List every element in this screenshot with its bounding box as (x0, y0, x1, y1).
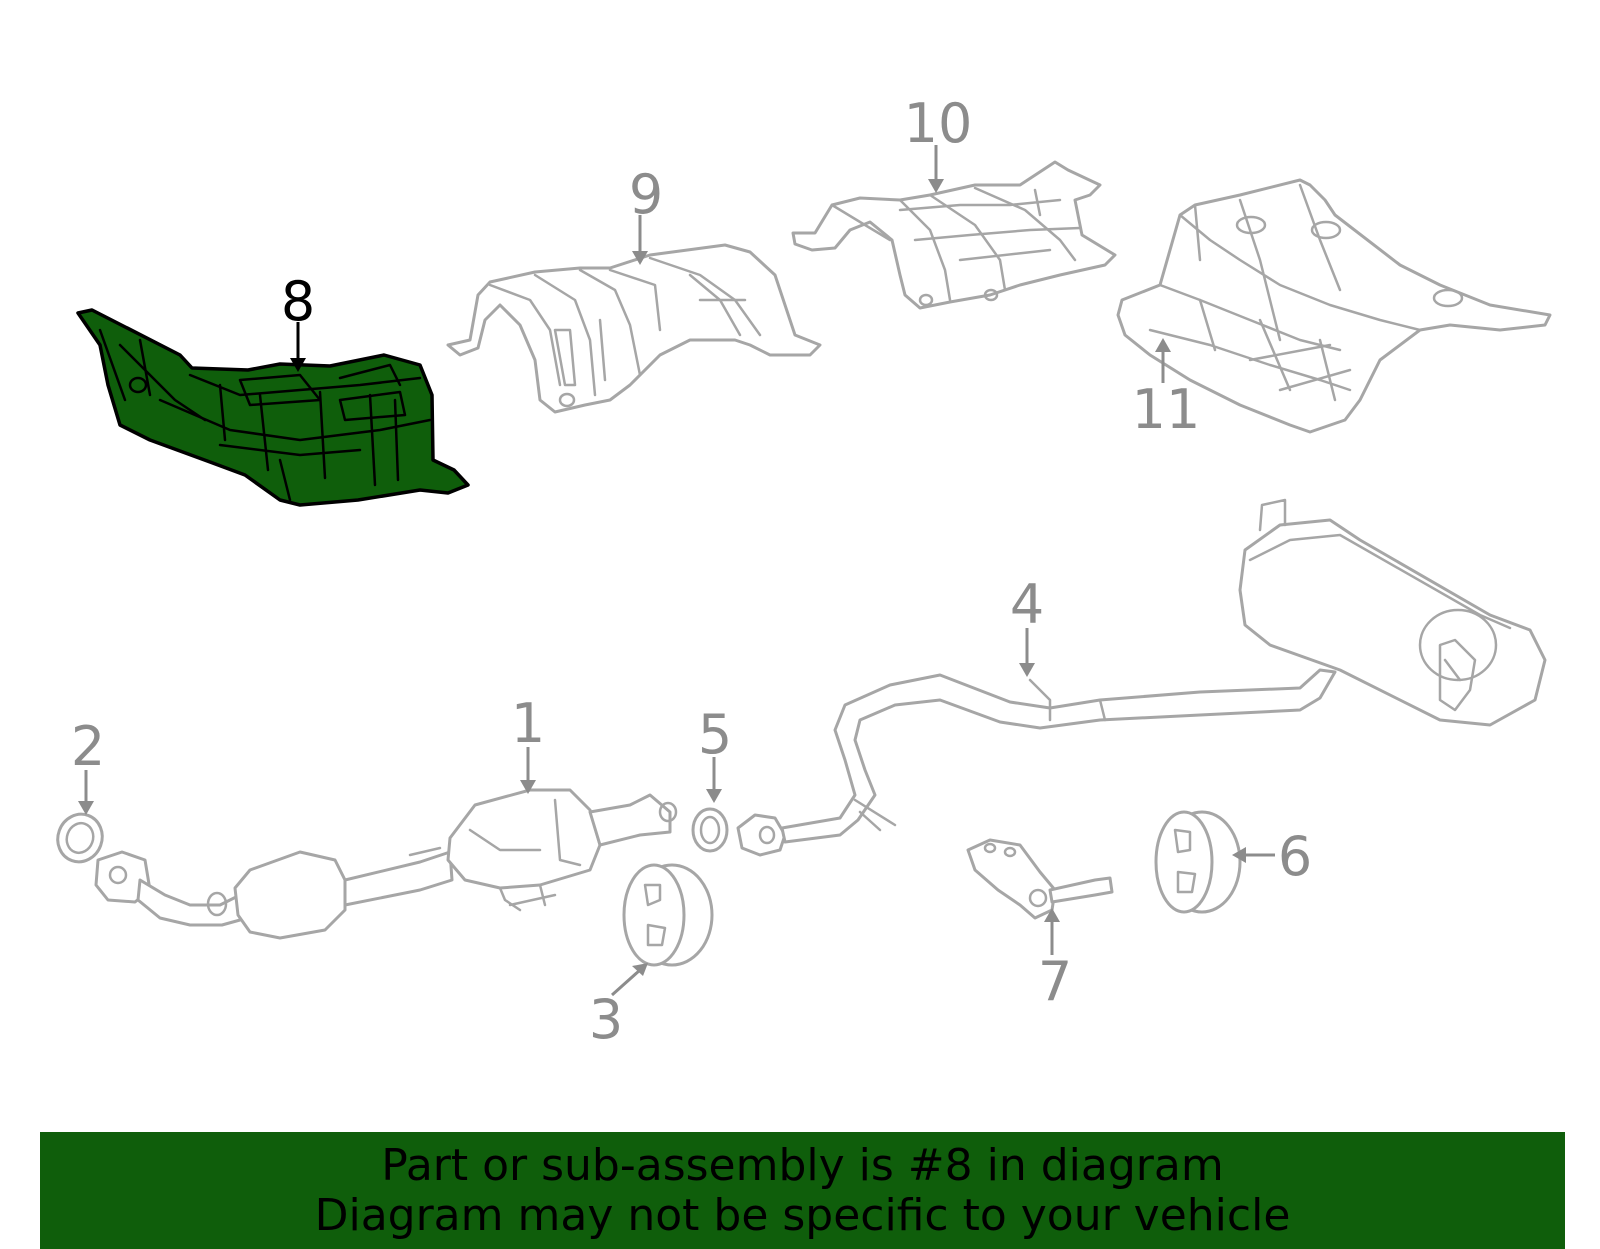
banner-line-1: Part or sub-assembly is #8 in diagram (381, 1140, 1224, 1191)
part-11-floor-shield[interactable] (1116, 178, 1552, 434)
part-3-hanger[interactable] (622, 863, 714, 967)
callout-labels: 8 9 10 11 2 1 5 4 3 6 7 (71, 92, 1312, 1051)
callout-11: 11 (1132, 378, 1201, 441)
callout-7: 7 (1038, 950, 1072, 1013)
part-6-hanger[interactable] (1154, 810, 1242, 914)
part-8-heat-shield[interactable] (76, 308, 470, 507)
callout-5: 5 (698, 703, 732, 766)
callout-4: 4 (1010, 573, 1044, 636)
leader-lines (78, 145, 1275, 997)
callout-8: 8 (281, 270, 315, 333)
callout-10: 10 (904, 92, 973, 155)
callout-2: 2 (71, 715, 105, 778)
callout-6: 6 (1278, 825, 1312, 888)
part-10-heat-shield[interactable] (791, 160, 1117, 310)
part-4-tail-pipe-muffler[interactable] (736, 498, 1547, 857)
callout-1: 1 (511, 692, 545, 755)
banner-line-2: Diagram may not be specific to your vehi… (314, 1190, 1291, 1241)
part-7-bracket[interactable] (966, 838, 1114, 920)
callout-9: 9 (629, 163, 663, 226)
part-9-heat-shield[interactable] (446, 243, 822, 414)
part-5-gasket[interactable] (691, 807, 729, 853)
part-1-front-pipe-converter[interactable] (94, 788, 678, 940)
info-banner: Part or sub-assembly is #8 in diagram Di… (40, 1132, 1565, 1249)
part-2-gasket[interactable] (51, 808, 109, 868)
callout-3: 3 (589, 988, 623, 1051)
